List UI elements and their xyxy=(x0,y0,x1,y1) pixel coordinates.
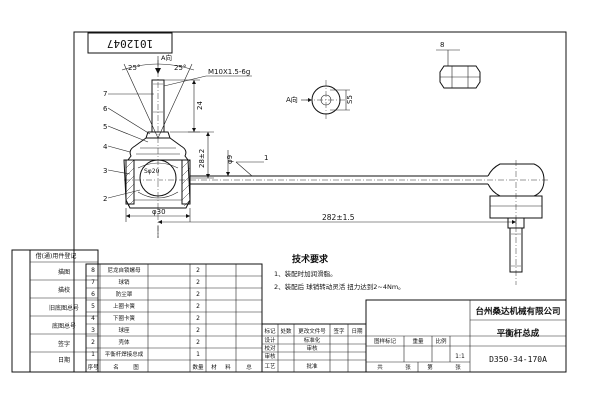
flat-dimension-label: S5 xyxy=(346,95,354,104)
bom-row-name: 球座 xyxy=(118,326,130,334)
angle-right-label: 25° xyxy=(174,64,186,72)
rev-label: 更改文件号 xyxy=(298,327,326,335)
stage-label: 图样标记 xyxy=(374,337,397,345)
side-row-label: 底图总号 xyxy=(52,322,76,330)
side-row-label: 日期 xyxy=(58,356,70,364)
bom-row-qty: 2 xyxy=(196,267,200,274)
rev-label: 签字 xyxy=(333,327,345,335)
side-row-label: 旧底图总号 xyxy=(49,304,79,312)
sheet-label: 第 xyxy=(427,363,433,371)
part-number-1: 1 xyxy=(264,154,268,162)
rev-label: 审核 xyxy=(306,344,318,352)
sheet-label: 共 xyxy=(377,363,383,371)
bom-row-name: 防尘罩 xyxy=(116,290,133,298)
thread-label: M10X1.5-6g xyxy=(208,68,250,76)
bom-row-qty: 1 xyxy=(196,351,200,358)
rev-label: 设计 xyxy=(264,336,276,344)
tech-req-line-2: 2、装配后 球销转动灵活 扭力达到2~4Nm。 xyxy=(274,282,405,291)
part-number-4: 4 xyxy=(103,143,108,151)
dimensions: 25° 25° A向 M10X1.5-6g 24 28±2 φ9 Sφ20 xyxy=(121,53,517,238)
bom-row-no: 8 xyxy=(91,267,95,274)
bom-header-cell: 图 xyxy=(133,363,139,371)
title-block: 图样标记 重量 比例 1:1 共 张 第 张 台州桑达机械有限公司 平衡杆总成 … xyxy=(365,299,567,373)
bom-row-qty: 2 xyxy=(196,303,200,310)
bom-header-cell: 名 xyxy=(113,363,119,371)
part-number-6: 6 xyxy=(103,105,108,113)
bom-row-name: 上圈卡簧 xyxy=(113,302,136,310)
overall-length-label: 282±1.5 xyxy=(322,213,355,222)
bom-row-no: 1 xyxy=(91,351,95,358)
part-name: 平衡杆总成 xyxy=(497,328,540,339)
view-a: A向 S5 xyxy=(286,80,354,120)
sheet-label: 张 xyxy=(455,363,461,371)
side-row-label: 描校 xyxy=(58,286,70,294)
stage-label: 比例 xyxy=(435,337,447,345)
revision-block: 标记 处数 更改文件号 签字 日期 设计 标准化 校对 审核 审核 工艺 批准 xyxy=(261,323,367,373)
stage-label: 重量 xyxy=(412,337,424,345)
sheet-label: 张 xyxy=(405,363,411,371)
view-a-arrow-label: A向 xyxy=(161,53,172,62)
drawing-code: D350-34-170A xyxy=(489,355,547,364)
bom-row-name: 平衡杆焊接总成 xyxy=(105,350,144,358)
dia-30-label: φ30 xyxy=(152,208,166,216)
side-row-label: 描图 xyxy=(58,268,70,276)
bom-row-name: 尼龙自锁螺母 xyxy=(107,266,141,274)
rev-label: 校对 xyxy=(264,344,276,352)
bom-row-no: 5 xyxy=(91,303,95,310)
view-a-label: A向 xyxy=(286,95,298,104)
side-row-label: 签字 xyxy=(58,340,70,348)
bom-row-name: 球销 xyxy=(118,278,130,286)
company-name: 台州桑达机械有限公司 xyxy=(475,306,560,317)
bom-header-cell: 序号 xyxy=(87,363,99,371)
bom-row-no: 2 xyxy=(91,339,95,346)
side-sheet: 借(通)用件登记 描图 描校 旧底图总号 底图总号 签字 日期 xyxy=(11,249,99,373)
rev-label: 工艺 xyxy=(264,363,276,370)
bom-table: 8 尼龙自锁螺母 2 7 球销 2 6 防尘罩 2 5 上圈卡簧 2 4 下圈卡… xyxy=(85,263,263,373)
scale-value: 1:1 xyxy=(455,353,465,360)
bom-row-name: 下圈卡簧 xyxy=(113,314,136,322)
bom-row-qty: 2 xyxy=(196,279,200,286)
bom-row-qty: 2 xyxy=(196,327,200,334)
rev-label: 日期 xyxy=(351,328,363,335)
height-28-label: 28±2 xyxy=(198,149,206,168)
rev-label: 批准 xyxy=(306,362,318,370)
dia-9-label: φ9 xyxy=(226,155,234,164)
drawing-number-box xyxy=(87,32,173,54)
tech-req-line-1: 1、装配时加润滑脂。 xyxy=(274,269,337,278)
part-number-5: 5 xyxy=(103,123,107,131)
tech-requirements: 技术要求 1、装配时加润滑脂。 2、装配后 球销转动灵活 扭力达到2~4Nm。 xyxy=(274,253,405,291)
bom-row-qty: 2 xyxy=(196,291,200,298)
length-24-label: 24 xyxy=(196,101,204,110)
nut-view xyxy=(439,65,481,89)
angle-left-label: 25° xyxy=(128,64,140,72)
part-number-2: 2 xyxy=(103,195,107,203)
part-leaders: 7 6 5 4 3 2 1 8 xyxy=(103,41,460,203)
bom-row-no: 7 xyxy=(91,279,95,286)
rev-label: 标准化 xyxy=(304,336,321,344)
main-view xyxy=(123,60,548,285)
bom-row-no: 6 xyxy=(91,291,95,298)
bom-header-cell: 总 xyxy=(246,363,252,371)
ball-joint-sphere xyxy=(139,159,177,197)
bom-row-name: 壳体 xyxy=(118,338,130,346)
bom-header-cell: 材 xyxy=(211,363,217,371)
part-number-3: 3 xyxy=(103,167,107,175)
rev-label: 处数 xyxy=(280,327,292,335)
bom-row-qty: 2 xyxy=(196,339,200,346)
part-number-7: 7 xyxy=(103,90,107,98)
bom-header-cell: 数量 xyxy=(192,363,204,371)
drawing-number-text: 1012047 xyxy=(107,37,153,50)
sphere-label: Sφ20 xyxy=(144,168,160,175)
tech-req-title: 技术要求 xyxy=(292,253,329,265)
rev-label: 审核 xyxy=(264,352,276,360)
bom-row-no: 3 xyxy=(91,327,95,334)
bom-row-no: 4 xyxy=(91,315,95,322)
part-number-8: 8 xyxy=(440,41,444,49)
bom-header-cell: 料 xyxy=(225,363,231,371)
bom-row-qty: 2 xyxy=(196,315,200,322)
side-sheet-title: 借(通)用件登记 xyxy=(36,252,77,260)
rev-label: 标记 xyxy=(264,327,276,335)
